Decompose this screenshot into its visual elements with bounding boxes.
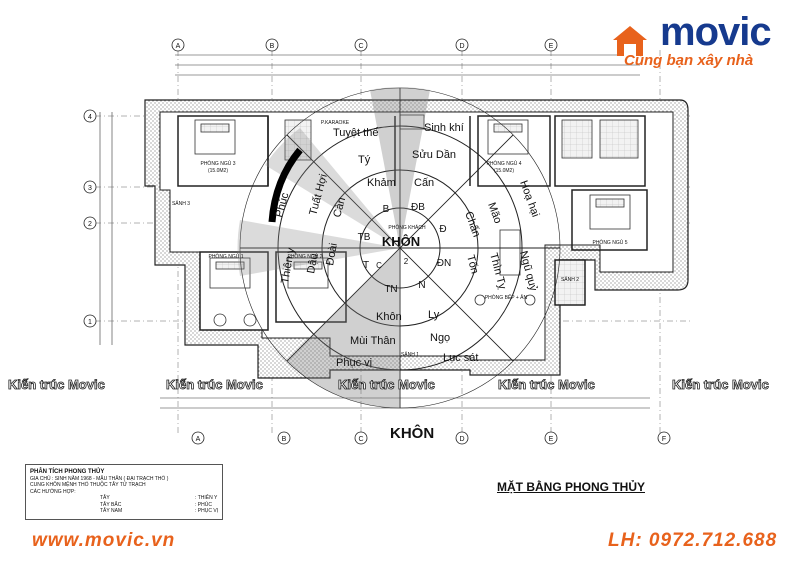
contact-phone[interactable]: LH: 0972.712.688: [608, 530, 778, 551]
room-label-hall1: SẢNH 1: [401, 351, 419, 358]
room-label-hall3: SẢNH 3: [172, 200, 190, 207]
star-sinh-khi: Sinh khí: [424, 122, 464, 134]
bed-furniture: [194, 114, 631, 327]
grid-label-a-top: A: [176, 43, 181, 50]
watermark-2: Kiến trúc Movic: [166, 377, 264, 393]
trigram-can-nw: Càn: [331, 196, 348, 219]
dir-b: B: [383, 204, 390, 215]
star-phuc-vi: Phục vị: [336, 357, 372, 369]
room-label-living: PHÒNG KHÁCH: [388, 224, 426, 231]
room-area-bed4: (15.0M2): [494, 168, 514, 174]
grid-bubbles: [83, 38, 671, 445]
compass-sector-lines: [240, 88, 560, 408]
room-label-hall2: SẢNH 2: [561, 276, 579, 283]
grid-label-c-top: C: [358, 43, 363, 50]
room-label-bed3: PHÒNG NGỦ 3: [200, 160, 235, 167]
star-luc-sat: Lục sát: [443, 352, 478, 364]
notes-dir: TÂY NAM: [100, 508, 123, 514]
notes-row: TÂY : THIÊN Y: [30, 495, 218, 502]
grid-label-d-bottom: D: [459, 436, 464, 443]
trigram-kham: Khảm: [367, 177, 396, 189]
grid-label-b-bottom: B: [282, 436, 287, 443]
watermark-1: Kiến trúc Movic: [8, 377, 106, 393]
notes-row: TÂY NAM : PHỤC VỊ: [30, 508, 218, 515]
grid-label-a-bottom: A: [196, 436, 201, 443]
trigram-doai: Đoài: [324, 242, 340, 266]
notes-dir: TÂY: [100, 495, 110, 501]
grid-label-f-bottom: F: [662, 436, 666, 443]
star-tuyet-the: Tuyệt thể: [333, 127, 378, 139]
left-dimension-lines: [99, 112, 113, 345]
notes-val: : PHỤC VỊ: [195, 508, 219, 514]
shaded-sector-north: [370, 87, 430, 248]
room-label-bed2: PHÒNG NGỦ 2: [287, 253, 322, 260]
grid-label-c-bottom: C: [358, 436, 363, 443]
grid-label-3: 3: [88, 185, 92, 192]
notes-line-3: CÁC HƯỚNG HỢP:: [30, 488, 76, 495]
notes-val: : PHÚC: [195, 501, 212, 508]
grid-label-e-top: E: [549, 43, 554, 50]
grid-label-d-top: D: [459, 43, 464, 50]
grid-label-2: 2: [88, 221, 92, 228]
notes-heading: PHÂN TÍCH PHONG THỦY: [30, 469, 105, 475]
notes-val: : THIÊN Y: [195, 495, 218, 501]
dir-n: N: [418, 280, 425, 291]
bottom-dimension-lines: [160, 397, 650, 409]
feng-shui-notes: PHÂN TÍCH PHONG THỦY GIA CHỦ : SINH NĂM …: [25, 464, 223, 520]
dir-d: Đ: [439, 224, 446, 235]
logo-house-icon: [613, 26, 647, 56]
room-label-bed4: PHÒNG NGỦ 4: [486, 160, 521, 167]
notes-dir: TÂY BẮC: [100, 501, 122, 508]
room-label-bed1: PHÒNG NGỦ 1: [208, 253, 243, 260]
dir-t: T: [363, 260, 369, 271]
notes-line-2: CUNG KHÔN MỆNH THỔ THUỘC TÂY TỨ TRẠCH: [30, 482, 146, 488]
room-label-karaoke: P.KARAOKE: [321, 120, 350, 126]
logo-text: movic: [660, 10, 772, 54]
dir-db: ĐB: [411, 202, 425, 213]
shaded-sector-northwest: [265, 128, 400, 248]
dir-tn: TN: [384, 284, 397, 295]
trigram-can-ne: Cấn: [414, 177, 434, 189]
center-c: C: [376, 261, 382, 270]
branch-ngo: Ngọ: [430, 332, 450, 344]
notes-line-1: GIA CHỦ : SINH NĂM 1968 - MẬU THÂN ( ĐẠI…: [30, 475, 169, 482]
trigram-ly: Ly: [428, 309, 440, 321]
shaded-sector-west: [237, 220, 400, 276]
grid-label-e-bottom: E: [549, 436, 554, 443]
room-label-kitchen: PHÒNG BẾP + ĂN: [485, 294, 528, 301]
watermark-3: Kiến trúc Movic: [338, 377, 436, 393]
trigram-khon: Khôn: [376, 311, 402, 323]
room-area-bed3: (15.0M2): [208, 168, 228, 174]
top-dimension-lines: [175, 54, 640, 76]
center-direction: KHÔN: [382, 234, 420, 249]
watermark-4: Kiến trúc Movic: [498, 377, 596, 393]
dir-dn: ĐN: [437, 258, 451, 269]
branch-suu-dan: Sửu Dần: [412, 149, 456, 161]
grid-label-4: 4: [88, 114, 92, 121]
room-label-bed5: PHÒNG NGỦ 5: [592, 239, 627, 246]
black-arc: [268, 147, 303, 223]
branch-ty: Tý: [358, 154, 371, 166]
room-partitions: [177, 115, 648, 331]
website-link[interactable]: www.movic.vn: [32, 530, 176, 551]
shaded-sector-southwest: [287, 248, 400, 408]
branch-mui-than: Mùi Thân: [350, 335, 396, 347]
drawing-title: MẶT BẰNG PHONG THỦY: [497, 480, 645, 494]
grid-label-1: 1: [88, 319, 92, 326]
notes-row: TÂY BẮC : PHÚC: [30, 502, 218, 509]
dir-tb: TB: [358, 232, 371, 243]
trigram-ton: Tốn: [464, 254, 481, 275]
watermark-5: Kiến trúc Movic: [672, 377, 770, 393]
branch-dau: Dậu: [305, 253, 320, 275]
brand-logo: movic Cùng bạn xây nhà: [612, 10, 792, 76]
grid-label-b-top: B: [270, 43, 275, 50]
center-2: 2: [404, 257, 409, 266]
logo-tagline: Cùng bạn xây nhà: [624, 52, 754, 69]
bottom-direction-label: KHÔN: [390, 425, 435, 442]
